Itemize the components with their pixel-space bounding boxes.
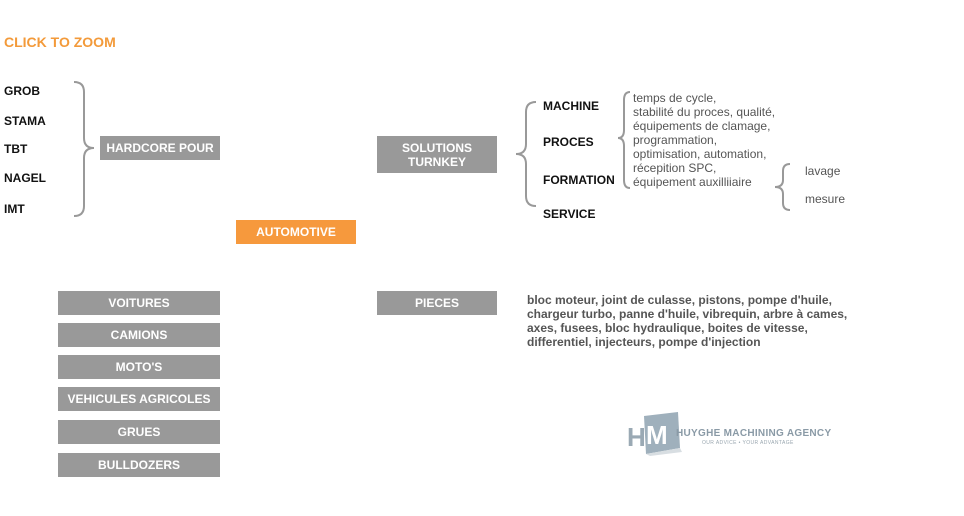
details-brace (617, 91, 631, 189)
pieces-line: differentiel, injecteurs, pompe d'inject… (527, 335, 761, 349)
vehicle-box-camions: CAMIONS (58, 323, 220, 347)
turnkey-brace (515, 101, 537, 207)
brands-brace (73, 81, 95, 217)
vehicle-box-bulldozers: BULLDOZERS (58, 453, 220, 477)
detail-line: équipement auxilliiaire (633, 175, 752, 189)
pieces-line: chargeur turbo, panne d'huile, vibrequin… (527, 307, 848, 321)
turnkey-item-machine: MACHINE (543, 99, 599, 113)
turnkey-details: temps de cycle, stabilité du proces, qua… (633, 91, 775, 189)
aux-brace (774, 163, 791, 211)
logo-h-letter: H (627, 422, 646, 452)
automotive-box: AUTOMOTIVE (236, 220, 356, 244)
hm-logo-mark: H M (626, 412, 682, 456)
brand-label: GROB (4, 84, 40, 98)
company-logo: H M HUYGHE MACHINING AGENCY OUR ADVICE •… (624, 412, 831, 456)
solutions-line-1: SOLUTIONS (401, 140, 472, 155)
vehicle-box-agricoles: VEHICULES AGRICOLES (58, 387, 220, 411)
brand-label: NAGEL (4, 171, 46, 185)
detail-line: récepition SPC, (633, 161, 717, 175)
hardcore-pour-box: HARDCORE POUR (100, 136, 220, 160)
pieces-line: axes, fusees, bloc hydraulique, boites d… (527, 321, 808, 335)
vehicle-box-grues: GRUES (58, 420, 220, 444)
pieces-box: PIECES (377, 291, 497, 315)
brand-label: STAMA (4, 114, 46, 128)
vehicle-box-motos: MOTO'S (58, 355, 220, 379)
logo-name: HUYGHE MACHINING AGENCY (676, 428, 832, 439)
solutions-turnkey-box: SOLUTIONS TURNKEY (377, 136, 497, 173)
turnkey-item-service: SERVICE (543, 207, 596, 221)
detail-line: programmation, (633, 133, 718, 147)
logo-m-letter: M (646, 420, 668, 450)
logo-tagline: OUR ADVICE • YOUR ADVANTAGE (702, 440, 794, 446)
turnkey-item-formation: FORMATION (543, 173, 615, 187)
brand-label: IMT (4, 202, 25, 216)
click-to-zoom-link[interactable]: CLICK TO ZOOM (4, 34, 116, 50)
detail-line: optimisation, automation, (633, 147, 767, 161)
detail-line: stabilité du proces, qualité, (633, 105, 776, 119)
detail-line: temps de cycle, (633, 91, 717, 105)
aux-item-lavage: lavage (805, 164, 841, 178)
solutions-line-2: TURNKEY (407, 154, 466, 169)
pieces-details: bloc moteur, joint de culasse, pistons, … (527, 293, 847, 349)
pieces-line: bloc moteur, joint de culasse, pistons, … (527, 293, 832, 307)
turnkey-item-proces: PROCES (543, 135, 594, 149)
vehicle-box-voitures: VOITURES (58, 291, 220, 315)
brand-label: TBT (4, 142, 28, 156)
aux-item-mesure: mesure (805, 192, 846, 206)
detail-line: équipements de clamage, (633, 119, 771, 133)
